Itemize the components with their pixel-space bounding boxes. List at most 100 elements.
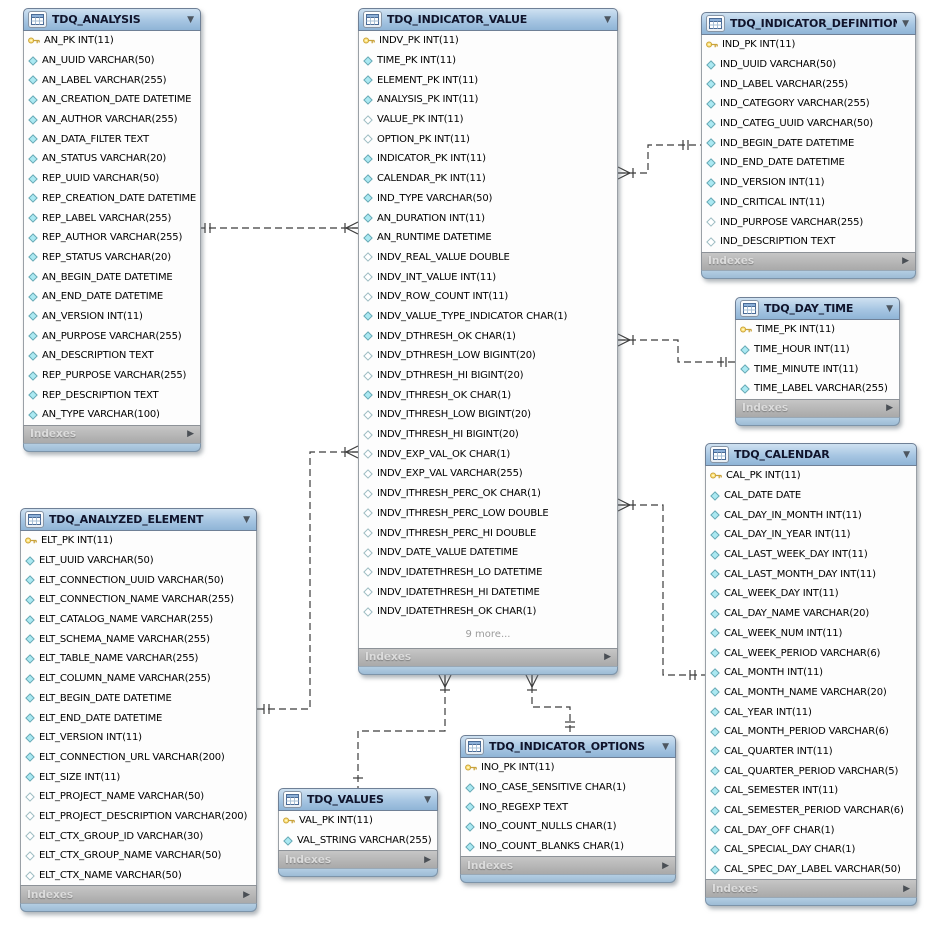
column-row[interactable]: CAL_LAST_MONTH_DAY INT(11) <box>706 564 916 584</box>
column-row[interactable]: CAL_MONTH_PERIOD VARCHAR(6) <box>706 722 916 742</box>
column-row[interactable]: AN_AUTHOR VARCHAR(255) <box>24 110 200 130</box>
column-row[interactable]: ELT_TABLE_NAME VARCHAR(255) <box>21 649 256 669</box>
column-row[interactable]: AN_PURPOSE VARCHAR(255) <box>24 326 200 346</box>
expand-indexes-icon[interactable]: ▶ <box>424 854 431 865</box>
column-row[interactable]: IND_DESCRIPTION TEXT <box>702 232 915 252</box>
column-row[interactable]: ELT_CTX_NAME VARCHAR(50) <box>21 866 256 886</box>
column-row[interactable]: AN_BEGIN_DATE DATETIME <box>24 267 200 287</box>
column-row[interactable]: ELT_VERSION INT(11) <box>21 728 256 748</box>
column-row[interactable]: ELT_CONNECTION_URL VARCHAR(200) <box>21 748 256 768</box>
indexes-footer[interactable]: Indexes▶ <box>701 251 916 270</box>
column-row[interactable]: AN_PK INT(11) <box>24 31 200 51</box>
collapse-arrow-icon[interactable]: ▼ <box>604 14 611 25</box>
column-row[interactable]: AN_CREATION_DATE DATETIME <box>24 90 200 110</box>
expand-indexes-icon[interactable]: ▶ <box>903 883 910 894</box>
expand-indexes-icon[interactable]: ▶ <box>604 652 611 663</box>
column-row[interactable]: ELT_CONNECTION_NAME VARCHAR(255) <box>21 590 256 610</box>
column-row[interactable]: IND_CRITICAL INT(11) <box>702 193 915 213</box>
column-row[interactable]: IND_END_DATE DATETIME <box>702 153 915 173</box>
column-row[interactable]: AN_DURATION INT(11) <box>359 208 617 228</box>
expand-indexes-icon[interactable]: ▶ <box>662 860 669 871</box>
column-row[interactable]: TIME_HOUR INT(11) <box>736 340 899 360</box>
column-row[interactable]: CAL_DATE DATE <box>706 486 916 506</box>
column-row[interactable]: ELT_CTX_GROUP_NAME VARCHAR(50) <box>21 846 256 866</box>
column-row[interactable]: INO_REGEXP TEXT <box>461 797 675 817</box>
column-row[interactable]: INO_PK INT(11) <box>461 758 675 778</box>
table-tdq_analyzed_element[interactable]: TDQ_ANALYZED_ELEMENT▼ELT_PK INT(11)ELT_U… <box>20 508 257 913</box>
table-header[interactable]: TDQ_VALUES▼ <box>278 788 438 811</box>
column-row[interactable]: CAL_QUARTER INT(11) <box>706 742 916 762</box>
expand-indexes-icon[interactable]: ▶ <box>243 889 250 900</box>
expand-indexes-icon[interactable]: ▶ <box>187 429 194 440</box>
column-row[interactable]: AN_DATA_FILTER TEXT <box>24 129 200 149</box>
column-row[interactable]: INDV_IDATETHRESH_HI DATETIME <box>359 582 617 602</box>
table-tdq_values[interactable]: TDQ_VALUES▼VAL_PK INT(11)VAL_STRING VARC… <box>278 788 438 878</box>
column-row[interactable]: AN_UUID VARCHAR(50) <box>24 51 200 71</box>
column-row[interactable]: CAL_SPECIAL_DAY CHAR(1) <box>706 840 916 860</box>
column-row[interactable]: IND_PK INT(11) <box>702 35 915 55</box>
collapse-arrow-icon[interactable]: ▼ <box>886 303 893 314</box>
indexes-footer[interactable]: Indexes▶ <box>23 424 201 443</box>
column-row[interactable]: TIME_LABEL VARCHAR(255) <box>736 379 899 399</box>
column-row[interactable]: ELT_SIZE INT(11) <box>21 767 256 787</box>
column-row[interactable]: TIME_PK INT(11) <box>736 320 899 340</box>
column-row[interactable]: AN_LABEL VARCHAR(255) <box>24 70 200 90</box>
column-row[interactable]: IND_BEGIN_DATE DATETIME <box>702 133 915 153</box>
column-row[interactable]: INDV_DTHRESH_OK CHAR(1) <box>359 326 617 346</box>
column-row[interactable]: INDV_DATE_VALUE DATETIME <box>359 543 617 563</box>
column-row[interactable]: INDV_REAL_VALUE DOUBLE <box>359 248 617 268</box>
table-tdq_indicator_options[interactable]: TDQ_INDICATOR_OPTIONS▼INO_PK INT(11)INO_… <box>460 735 676 884</box>
column-row[interactable]: INDV_ITHRESH_OK CHAR(1) <box>359 385 617 405</box>
table-header[interactable]: TDQ_INDICATOR_VALUE▼ <box>358 8 618 31</box>
column-row[interactable]: INO_COUNT_NULLS CHAR(1) <box>461 817 675 837</box>
indexes-footer[interactable]: Indexes▶ <box>358 647 618 666</box>
column-row[interactable]: ELT_PROJECT_NAME VARCHAR(50) <box>21 787 256 807</box>
column-row[interactable]: REP_STATUS VARCHAR(20) <box>24 248 200 268</box>
column-row[interactable]: AN_TYPE VARCHAR(100) <box>24 405 200 425</box>
collapse-arrow-icon[interactable]: ▼ <box>902 18 909 29</box>
table-header[interactable]: TDQ_INDICATOR_DEFINITION▼ <box>701 12 916 35</box>
column-row[interactable]: INDV_VALUE_TYPE_INDICATOR CHAR(1) <box>359 307 617 327</box>
column-row[interactable]: CAL_DAY_IN_MONTH INT(11) <box>706 505 916 525</box>
collapse-arrow-icon[interactable]: ▼ <box>903 449 910 460</box>
column-row[interactable]: CAL_WEEK_DAY INT(11) <box>706 584 916 604</box>
column-row[interactable]: ANALYSIS_PK INT(11) <box>359 90 617 110</box>
table-tdq_calendar[interactable]: TDQ_CALENDAR▼CAL_PK INT(11)CAL_DATE DATE… <box>705 443 917 907</box>
column-row[interactable]: CAL_MONTH INT(11) <box>706 663 916 683</box>
column-row[interactable]: CAL_YEAR INT(11) <box>706 702 916 722</box>
indexes-footer[interactable]: Indexes▶ <box>20 885 257 904</box>
column-row[interactable]: AN_RUNTIME DATETIME <box>359 228 617 248</box>
column-row[interactable]: CAL_DAY_NAME VARCHAR(20) <box>706 604 916 624</box>
column-row[interactable]: INDV_ITHRESH_PERC_LOW DOUBLE <box>359 504 617 524</box>
column-row[interactable]: TIME_PK INT(11) <box>359 51 617 71</box>
column-row[interactable]: IND_PURPOSE VARCHAR(255) <box>702 212 915 232</box>
column-row[interactable]: INDV_ITHRESH_PERC_OK CHAR(1) <box>359 484 617 504</box>
indexes-footer[interactable]: Indexes▶ <box>460 856 676 875</box>
column-row[interactable]: IND_UUID VARCHAR(50) <box>702 55 915 75</box>
column-row[interactable]: REP_CREATION_DATE DATETIME <box>24 189 200 209</box>
collapse-arrow-icon[interactable]: ▼ <box>187 14 194 25</box>
column-row[interactable]: INDICATOR_PK INT(11) <box>359 149 617 169</box>
column-row[interactable]: REP_UUID VARCHAR(50) <box>24 169 200 189</box>
column-row[interactable]: INDV_INT_VALUE INT(11) <box>359 267 617 287</box>
column-row[interactable]: CAL_WEEK_PERIOD VARCHAR(6) <box>706 643 916 663</box>
column-row[interactable]: INDV_EXP_VAL VARCHAR(255) <box>359 464 617 484</box>
column-row[interactable]: INDV_ITHRESH_LOW BIGINT(20) <box>359 405 617 425</box>
column-row[interactable]: ELT_PROJECT_DESCRIPTION VARCHAR(200) <box>21 807 256 827</box>
expand-indexes-icon[interactable]: ▶ <box>902 256 909 267</box>
table-header[interactable]: TDQ_DAY_TIME▼ <box>735 297 900 320</box>
table-header[interactable]: TDQ_CALENDAR▼ <box>705 443 917 466</box>
column-row[interactable]: INDV_DTHRESH_LOW BIGINT(20) <box>359 346 617 366</box>
column-row[interactable]: CAL_LAST_WEEK_DAY INT(11) <box>706 545 916 565</box>
column-row[interactable]: INDV_PK INT(11) <box>359 31 617 51</box>
column-row[interactable]: CAL_WEEK_NUM INT(11) <box>706 624 916 644</box>
indexes-footer[interactable]: Indexes▶ <box>705 879 917 898</box>
column-row[interactable]: ELT_CTX_GROUP_ID VARCHAR(30) <box>21 826 256 846</box>
column-row[interactable]: ELT_END_DATE DATETIME <box>21 708 256 728</box>
column-row[interactable]: ELT_CATALOG_NAME VARCHAR(255) <box>21 610 256 630</box>
column-row[interactable]: INDV_ROW_COUNT INT(11) <box>359 287 617 307</box>
column-row[interactable]: TIME_MINUTE INT(11) <box>736 359 899 379</box>
column-row[interactable]: ELT_PK INT(11) <box>21 531 256 551</box>
column-row[interactable]: ELT_COLUMN_NAME VARCHAR(255) <box>21 669 256 689</box>
column-row[interactable]: AN_DESCRIPTION TEXT <box>24 346 200 366</box>
